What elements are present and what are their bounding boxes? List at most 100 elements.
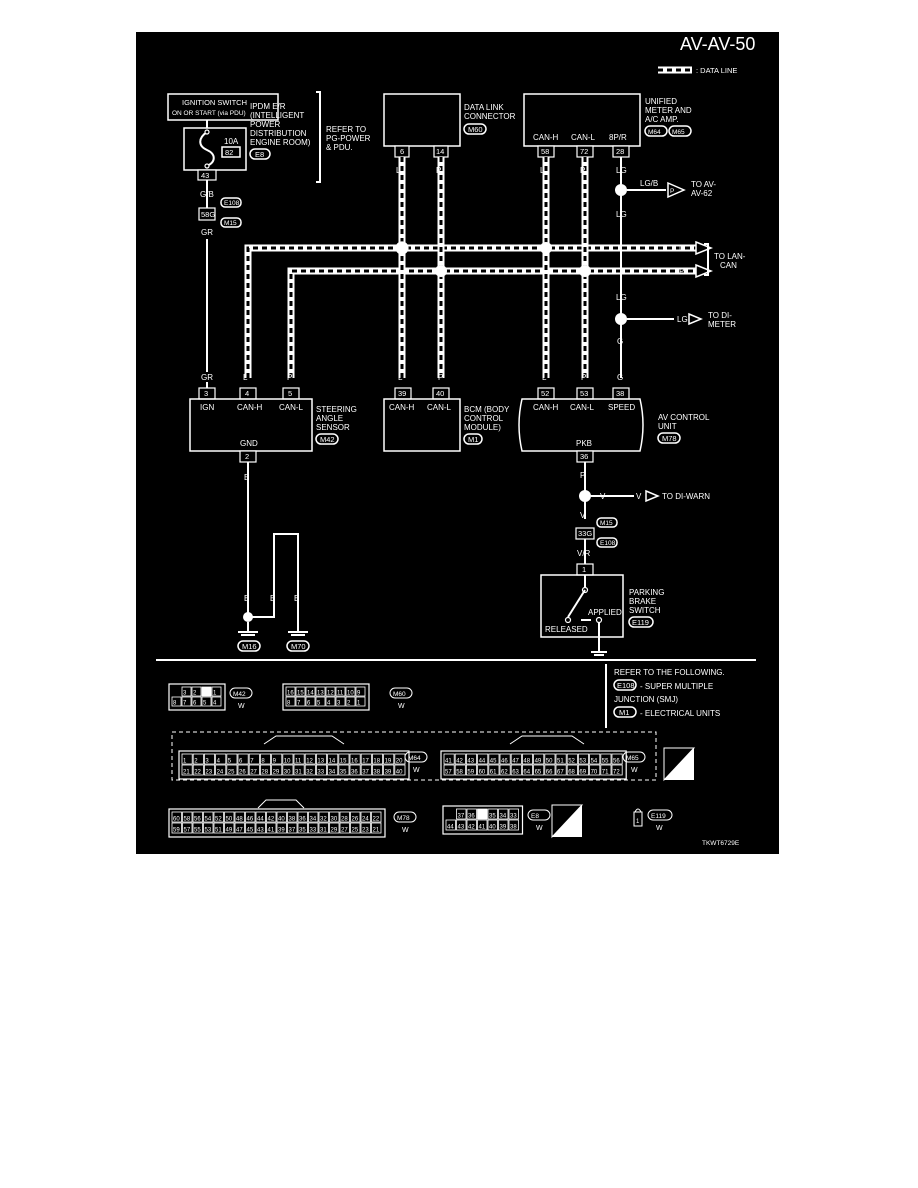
svg-text:TO AV-: TO AV- [691, 180, 716, 189]
connector-pin-cell [394, 764, 406, 776]
connector-pin-number: 35 [299, 828, 306, 834]
connector-pin-number: 7 [250, 759, 254, 765]
connector-pin-number: 33 [510, 814, 517, 820]
connector-pin-cell [327, 764, 339, 776]
connector-pin-cell [487, 808, 498, 820]
connector-pin-number: 30 [284, 770, 291, 776]
connector-pin-cell [224, 822, 235, 834]
ipdm-connector: E8 [255, 150, 264, 159]
connector-pin-cell [600, 753, 612, 765]
connector-pin-number: 44 [257, 817, 264, 823]
e8-code: E8 [531, 813, 539, 820]
connector-pin-cell [577, 753, 589, 765]
connector-pin-number: 1 [213, 691, 217, 697]
connector-pin-number: 44 [447, 825, 454, 831]
connector-pin-cell [454, 764, 466, 776]
svg-text:M78: M78 [662, 434, 677, 443]
connector-pin-cell [360, 811, 371, 823]
connector-pin-cell [282, 764, 294, 776]
svg-text:UNIFIED: UNIFIED [645, 97, 677, 106]
connector-pin-number: 23 [362, 828, 369, 834]
connector-pin-number: 38 [289, 817, 296, 823]
svg-text:P: P [438, 373, 443, 382]
connector-pin-number: 53 [579, 759, 586, 765]
connector-pin-number: 2 [347, 701, 351, 707]
svg-text:AV-62: AV-62 [691, 189, 713, 198]
svg-text:SWITCH: SWITCH [629, 606, 661, 615]
svg-text:CAN-H: CAN-H [533, 403, 559, 412]
connector-pin-cell [345, 686, 356, 697]
svg-text:- SUPER MULTIPLE: - SUPER MULTIPLE [640, 682, 713, 691]
connector-pin-number: 1 [183, 759, 187, 765]
m64-color: W [413, 767, 420, 774]
svg-text:BCM (BODY: BCM (BODY [464, 405, 510, 414]
connector-pin-cell [555, 753, 567, 765]
connector-pin-number: 16 [351, 759, 358, 765]
connector-pin-cell [611, 764, 623, 776]
connector-pin-number: 35 [489, 814, 496, 820]
connector-pin-number: 69 [579, 770, 586, 776]
connector-pin-cell [293, 753, 305, 765]
svg-text:CONTROL: CONTROL [464, 414, 504, 423]
connector-pin-cell [308, 822, 319, 834]
connector-pin-cell [234, 811, 245, 823]
connector-pin-number: 27 [250, 770, 257, 776]
svg-text:E108: E108 [617, 681, 635, 690]
connector-pin-cell [304, 764, 316, 776]
connector-pin-number: 22 [194, 770, 201, 776]
connector-pin-cell [360, 753, 372, 765]
svg-text:M1: M1 [619, 708, 629, 717]
connector-pin-number: 49 [226, 828, 233, 834]
svg-text:LG: LG [616, 293, 627, 302]
connector-pin-number: 12 [306, 759, 313, 765]
connector-pin-cell [487, 819, 498, 831]
connector-pin-cell [255, 822, 266, 834]
connector-pin-cell [192, 764, 204, 776]
connector-pin-cell [521, 764, 533, 776]
ignition-switch-box [167, 93, 279, 121]
connector-pin-number: 59 [467, 770, 474, 776]
svg-text:MODULE): MODULE) [464, 423, 501, 432]
connector-pin-number: 24 [217, 770, 224, 776]
connector-pin-number: 60 [479, 770, 486, 776]
connector-pin-cell [234, 822, 245, 834]
connector-pin-cell [339, 811, 350, 823]
connector-pin-cell [533, 764, 545, 776]
svg-text:SPEED: SPEED [608, 403, 635, 412]
svg-text:METER AND: METER AND [645, 106, 692, 115]
connector-pin-number: 66 [546, 770, 553, 776]
svg-text:ENGINE ROOM): ENGINE ROOM) [250, 138, 311, 147]
connector-pin-number: 38 [510, 825, 517, 831]
svg-text:5: 5 [288, 389, 292, 398]
connector-pin-cell [338, 764, 350, 776]
svg-text:SENSOR: SENSOR [316, 423, 350, 432]
svg-text:53: 53 [580, 389, 588, 398]
connector-pin-cell [589, 753, 601, 765]
svg-text:V/R: V/R [577, 549, 591, 558]
connector-pin-number: 37 [458, 814, 465, 820]
connector-pin-cell [488, 753, 500, 765]
svg-text:B: B [244, 473, 249, 482]
svg-text:IGNITION SWITCH: IGNITION SWITCH [182, 98, 247, 107]
connector-pin-cell [203, 822, 214, 834]
connector-pin-number: 37 [362, 770, 369, 776]
connector-pin-number: 5 [228, 759, 232, 765]
connector-pin-number: 1 [636, 819, 640, 825]
connector-pin-number: 9 [357, 691, 361, 697]
connector-pin-cell [297, 822, 308, 834]
svg-text:CAN-H: CAN-H [389, 403, 415, 412]
connector-pin-cell [338, 753, 350, 765]
svg-text:REFER TO: REFER TO [326, 125, 366, 134]
svg-text:6: 6 [400, 147, 404, 156]
connector-pin-cell [211, 686, 222, 697]
connector-pin-number: 36 [299, 817, 306, 823]
connector-pin-cell [325, 696, 336, 707]
svg-text:2: 2 [245, 452, 249, 461]
connector-pin-cell [297, 811, 308, 823]
data-link-connector-code: M60 [468, 125, 483, 134]
connector-pin-cell [248, 753, 260, 765]
connector-pin-cell [360, 822, 371, 834]
ground-m70: M70 [291, 642, 306, 651]
m42-code: M42 [233, 691, 246, 698]
